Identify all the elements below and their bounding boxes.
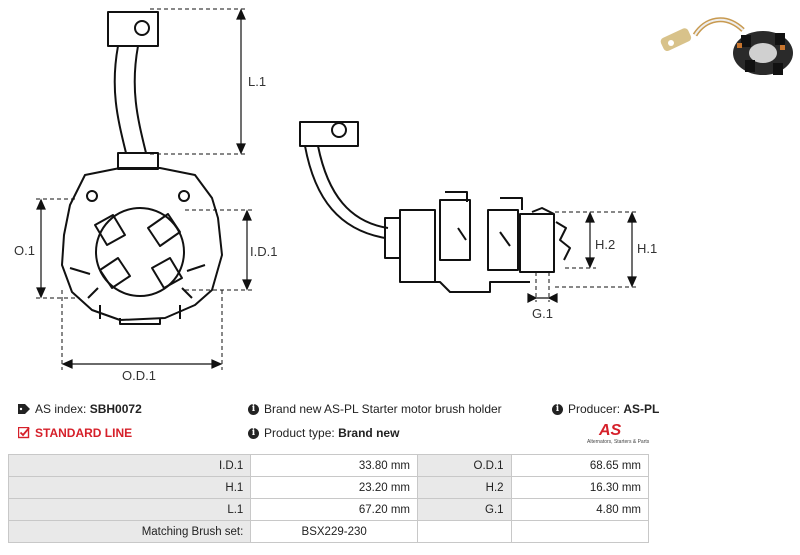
brush-holder-spring: [457, 221, 571, 261]
spec-value: 4.80 mm: [510, 498, 650, 521]
terminal-tab: [107, 11, 159, 47]
brush-box: [151, 257, 183, 289]
product-type: i Product type: Brand new: [248, 426, 399, 440]
info-icon: i: [552, 403, 563, 415]
empty-cell: [510, 520, 650, 543]
table-row: I.D.1 33.80 mm O.D.1 68.65 mm: [7, 454, 650, 477]
brush-box: [99, 257, 131, 289]
description-text: Brand new AS-PL Starter motor brush hold…: [264, 402, 502, 416]
standard-line: STANDARD LINE: [18, 426, 132, 440]
dim-label-h1: H.1: [637, 241, 657, 256]
rivet: [178, 190, 190, 202]
producer: i Producer: AS-PL: [552, 402, 659, 416]
spec-value: 16.30 mm: [510, 476, 650, 499]
dim-label-od1: O.D.1: [122, 368, 156, 383]
brush-holder-box: [519, 207, 555, 273]
producer-label: Producer:: [568, 402, 621, 416]
dim-label-l1: L.1: [248, 74, 266, 89]
table-row: Matching Brush set: BSX229-230: [7, 520, 650, 543]
lead-clip: [117, 152, 159, 170]
technical-drawing: L.1 O.1 I.D.1 O.D.1 H.1 H.2 G.1: [14, 8, 657, 383]
producer-value: AS-PL: [623, 402, 660, 416]
as-index-label: AS index:: [35, 402, 87, 416]
spec-label: O.D.1: [416, 454, 512, 477]
spec-value: 33.80 mm: [250, 454, 418, 477]
dim-label-h2: H.2: [595, 237, 615, 252]
mount-foot: [99, 305, 181, 325]
terminal-hole-side: [331, 122, 347, 138]
lead-wire-side: [304, 145, 389, 239]
matching-brush-label: Matching Brush set:: [7, 520, 252, 543]
terminal-hole: [134, 20, 150, 36]
spec-label: L.1: [7, 498, 252, 521]
product-photo: [660, 17, 793, 75]
dim-label-id1: I.D.1: [250, 244, 277, 259]
table-row: H.1 23.20 mm H.2 16.30 mm: [7, 476, 650, 499]
spec-value: 68.65 mm: [510, 454, 650, 477]
info-icon: i: [248, 403, 259, 415]
plate-edge: [410, 281, 530, 293]
brush-plate-outline: [61, 167, 223, 321]
as-index: AS index: SBH0072: [18, 402, 142, 416]
empty-cell: [416, 520, 512, 543]
product-type-value: Brand new: [338, 426, 400, 440]
spec-label: H.2: [416, 476, 512, 499]
spec-label: I.D.1: [7, 454, 252, 477]
rivet: [86, 190, 98, 202]
dim-label-o1: O.1: [14, 243, 35, 258]
logo-subtitle: Alternators, Starters & Parts: [587, 439, 650, 445]
spec-value: 23.20 mm: [250, 476, 418, 499]
spec-label: H.1: [7, 476, 252, 499]
brush-holder-box: [439, 191, 523, 271]
dim-label-g1: G.1: [532, 306, 553, 321]
standard-line-text: STANDARD LINE: [35, 426, 133, 440]
description: i Brand new AS-PL Starter motor brush ho…: [248, 402, 502, 416]
spec-table: I.D.1 33.80 mm O.D.1 68.65 mm H.1 23.20 …: [7, 454, 650, 543]
brush-spring: [69, 264, 206, 299]
commutator-opening: [95, 207, 185, 297]
spec-label: G.1: [416, 498, 512, 521]
terminal-tab-side: [299, 121, 359, 147]
logo-text: AS: [599, 422, 622, 439]
info-icon: i: [248, 427, 259, 439]
spec-value: 67.20 mm: [250, 498, 418, 521]
matching-brush-value: BSX229-230: [250, 520, 418, 543]
as-pl-logo: AS Alternators, Starters & Parts: [585, 422, 655, 445]
brush-holder-body: [384, 209, 436, 283]
tag-icon: [18, 404, 30, 414]
as-index-value: SBH0072: [89, 402, 142, 416]
table-row: L.1 67.20 mm G.1 4.80 mm: [7, 498, 650, 521]
brush-box: [94, 214, 126, 246]
product-type-label: Product type:: [264, 426, 335, 440]
brush-box: [147, 213, 181, 247]
checkbox-check-icon: [18, 427, 30, 439]
lead-wire: [113, 45, 147, 154]
